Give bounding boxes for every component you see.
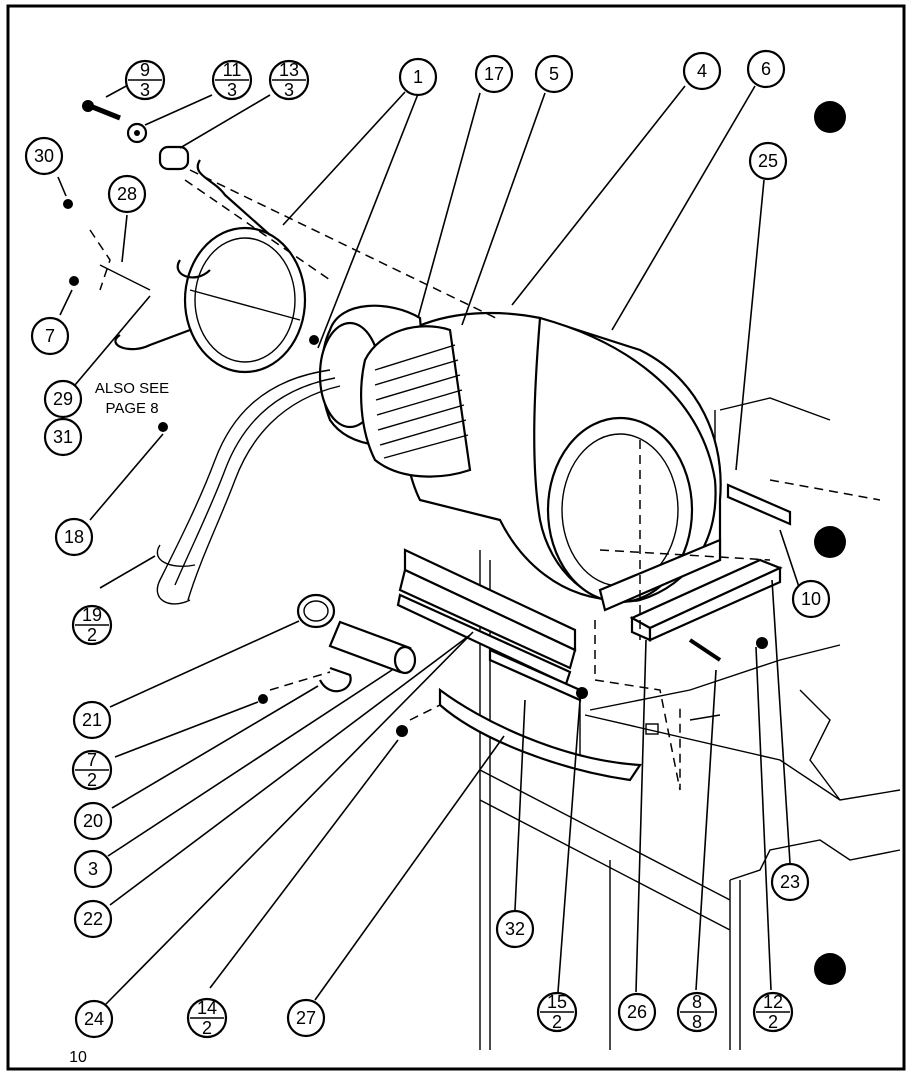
svg-text:10: 10 bbox=[801, 589, 821, 609]
svg-text:26: 26 bbox=[627, 1002, 647, 1022]
callout-23[interactable]: 23 bbox=[770, 862, 810, 902]
callout-21[interactable]: 21 bbox=[72, 700, 112, 740]
svg-text:30: 30 bbox=[34, 146, 54, 166]
svg-text:27: 27 bbox=[296, 1008, 316, 1028]
svg-text:29: 29 bbox=[53, 389, 73, 409]
callout-28[interactable]: 28 bbox=[107, 174, 147, 214]
blower-housing bbox=[400, 311, 722, 612]
svg-text:2: 2 bbox=[768, 1012, 778, 1032]
svg-text:8: 8 bbox=[692, 1012, 702, 1032]
motor-mount-cage bbox=[99, 159, 307, 374]
svg-text:25: 25 bbox=[758, 151, 778, 171]
svg-text:18: 18 bbox=[64, 527, 84, 547]
svg-text:20: 20 bbox=[83, 811, 103, 831]
callout-13-3[interactable]: 133 bbox=[268, 59, 310, 101]
binder-hole-top bbox=[814, 101, 846, 133]
svg-text:19: 19 bbox=[82, 605, 102, 625]
motor-and-blower-wheel bbox=[318, 304, 472, 478]
callout-20[interactable]: 20 bbox=[73, 801, 113, 841]
callout-18[interactable]: 18 bbox=[54, 517, 94, 557]
note-line-2: PAGE 8 bbox=[105, 400, 158, 417]
svg-text:24: 24 bbox=[84, 1009, 104, 1029]
svg-text:2: 2 bbox=[552, 1012, 562, 1032]
callout-17[interactable]: 17 bbox=[474, 54, 514, 94]
callout-22[interactable]: 22 bbox=[73, 899, 113, 939]
callout-4[interactable]: 4 bbox=[682, 51, 722, 91]
callout-26[interactable]: 26 bbox=[617, 992, 657, 1032]
svg-text:28: 28 bbox=[117, 184, 137, 204]
svg-text:22: 22 bbox=[83, 909, 103, 929]
callout-14-2[interactable]: 142 bbox=[186, 997, 228, 1039]
mounting-rails bbox=[396, 483, 792, 702]
svg-text:3: 3 bbox=[140, 80, 150, 100]
svg-text:4: 4 bbox=[697, 61, 707, 81]
svg-text:7: 7 bbox=[45, 326, 55, 346]
svg-text:5: 5 bbox=[549, 64, 559, 84]
svg-text:6: 6 bbox=[761, 59, 771, 79]
callout-27[interactable]: 27 bbox=[286, 998, 326, 1038]
binder-hole-middle bbox=[814, 526, 846, 558]
svg-text:7: 7 bbox=[87, 750, 97, 770]
callout-11-3[interactable]: 113 bbox=[211, 59, 253, 101]
svg-text:1: 1 bbox=[413, 67, 423, 87]
svg-text:2: 2 bbox=[202, 1018, 212, 1038]
svg-text:13: 13 bbox=[279, 60, 299, 80]
callout-8-8[interactable]: 88 bbox=[676, 991, 718, 1033]
callout-32[interactable]: 32 bbox=[495, 909, 535, 949]
callout-15-2[interactable]: 152 bbox=[536, 991, 578, 1033]
svg-text:14: 14 bbox=[197, 998, 217, 1018]
svg-text:3: 3 bbox=[227, 80, 237, 100]
svg-text:32: 32 bbox=[505, 919, 525, 939]
assembly-lines bbox=[89, 169, 771, 791]
callout-31[interactable]: 31 bbox=[43, 417, 83, 457]
svg-text:2: 2 bbox=[87, 770, 97, 790]
cabinet-frame bbox=[479, 397, 901, 1050]
callout-7-2[interactable]: 72 bbox=[71, 749, 113, 791]
small-hardware bbox=[63, 100, 768, 782]
svg-text:2: 2 bbox=[87, 625, 97, 645]
callout-29[interactable]: 29 bbox=[43, 379, 83, 419]
callout-5[interactable]: 5 bbox=[534, 54, 574, 94]
callout-25[interactable]: 25 bbox=[748, 141, 788, 181]
svg-text:12: 12 bbox=[763, 992, 783, 1012]
page-number: 10 bbox=[69, 1049, 87, 1066]
callout-7[interactable]: 7 bbox=[30, 316, 70, 356]
svg-text:17: 17 bbox=[484, 64, 504, 84]
binder-hole-bottom bbox=[814, 953, 846, 985]
svg-text:21: 21 bbox=[82, 710, 102, 730]
svg-text:23: 23 bbox=[780, 872, 800, 892]
svg-text:11: 11 bbox=[223, 60, 242, 80]
callout-1[interactable]: 1 bbox=[398, 57, 438, 97]
callout-30[interactable]: 30 bbox=[24, 136, 64, 176]
callout-12-2[interactable]: 122 bbox=[752, 991, 794, 1033]
callout-9-3[interactable]: 93 bbox=[124, 59, 166, 101]
callout-10[interactable]: 10 bbox=[791, 579, 831, 619]
svg-text:8: 8 bbox=[692, 992, 702, 1012]
callout-24[interactable]: 24 bbox=[74, 999, 114, 1039]
svg-text:31: 31 bbox=[53, 427, 73, 447]
page-border bbox=[6, 4, 906, 1071]
leader-lines bbox=[57, 83, 801, 1006]
svg-text:15: 15 bbox=[547, 992, 567, 1012]
svg-text:9: 9 bbox=[140, 60, 150, 80]
callout-19-2[interactable]: 192 bbox=[71, 604, 113, 646]
wire-harness bbox=[156, 369, 341, 605]
callout-6[interactable]: 6 bbox=[746, 49, 786, 89]
callout-3[interactable]: 3 bbox=[73, 849, 113, 889]
note-line-1: ALSO SEE bbox=[95, 380, 169, 397]
svg-text:3: 3 bbox=[88, 859, 98, 879]
svg-text:3: 3 bbox=[284, 80, 294, 100]
